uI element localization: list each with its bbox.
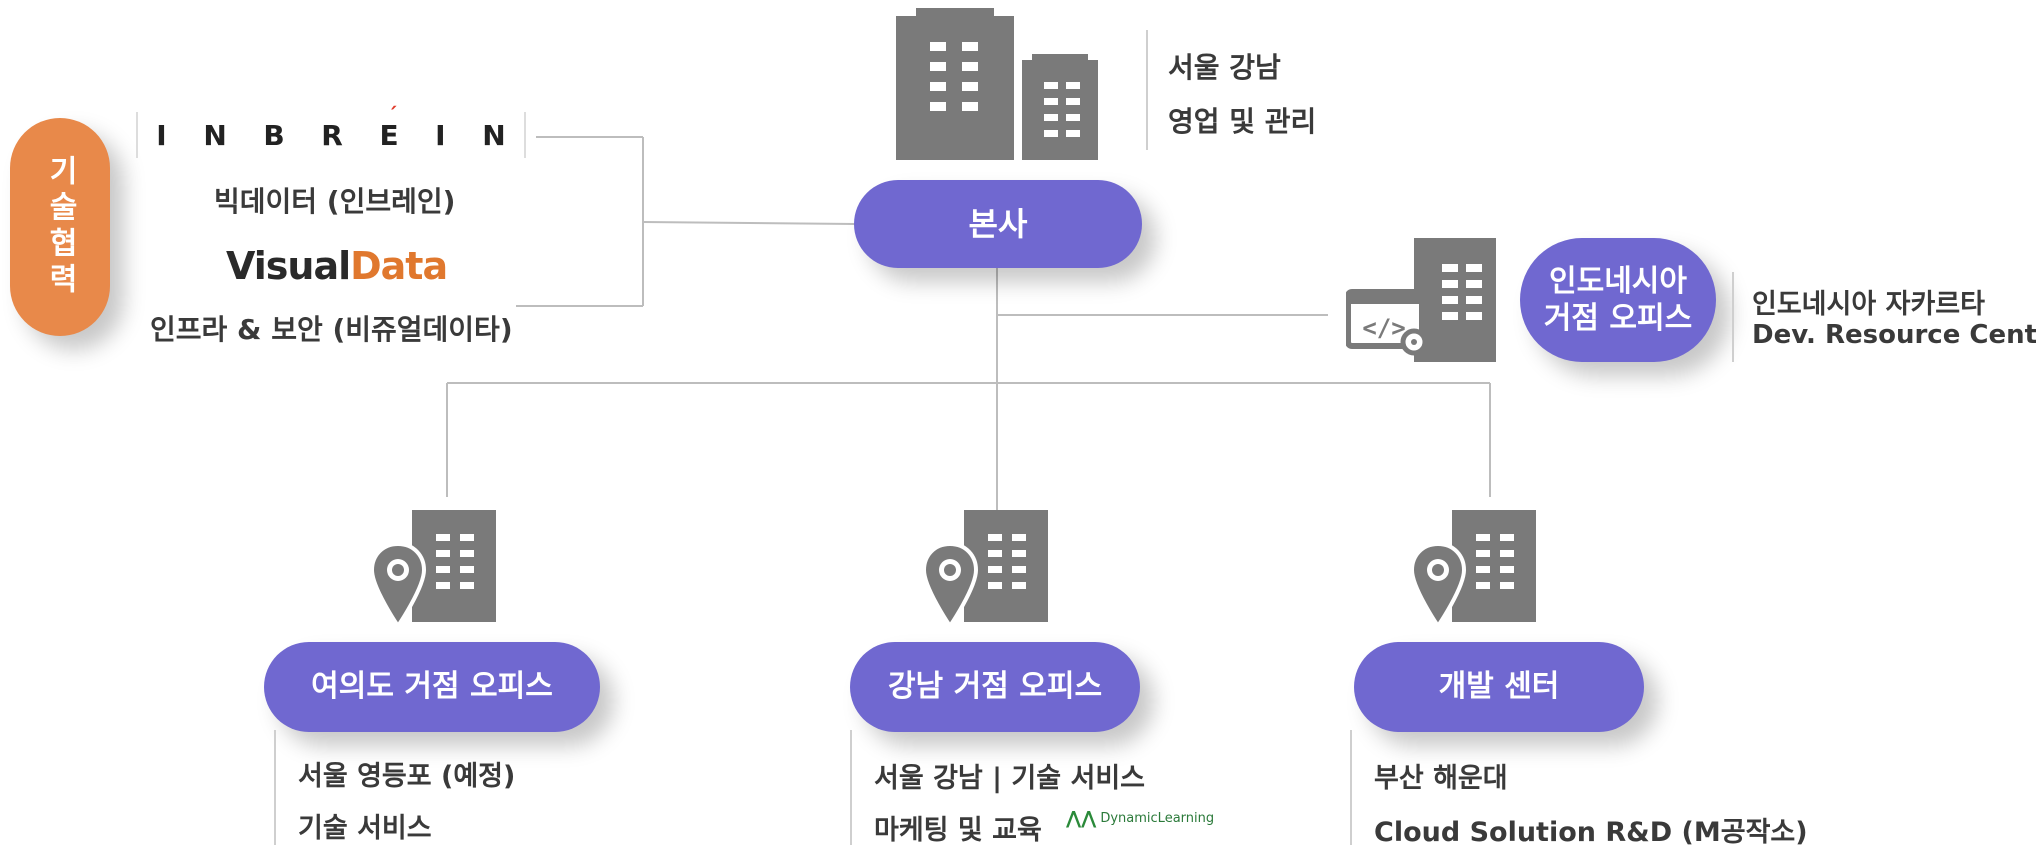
hq-pill: 본사 — [854, 180, 1142, 268]
tech-cooperation-badge: 기술협력 — [10, 118, 110, 336]
gangnam-office-pill: 강남 거점 오피스 — [850, 642, 1140, 732]
gangnam-location: 서울 강남 | 기술 서비스 — [874, 763, 1146, 794]
dev-center-location: 부산 해운대 — [1374, 763, 1508, 794]
yeouido-location: 서울 영등포 (예정) — [298, 761, 516, 792]
hq-building-icon — [896, 8, 1098, 160]
dev-center-building-pin-icon — [1412, 510, 1536, 630]
gangnam-building-pin-icon — [924, 510, 1048, 630]
yeouido-divider — [274, 730, 276, 845]
indonesia-label-line1: 인도네시아 — [1549, 263, 1687, 299]
yeouido-office-pill: 여의도 거점 오피스 — [264, 642, 600, 732]
yeouido-building-pin-icon — [372, 510, 496, 630]
gangnam-office-label: 강남 거점 오피스 — [887, 669, 1103, 705]
dev-center-role: Cloud Solution R&D (M공작소) — [1374, 817, 1808, 848]
indonesia-office-pill: 인도네시아 거점 오피스 — [1520, 238, 1716, 362]
dev-center-label: 개발 센터 — [1438, 669, 1560, 705]
hq-role: 영업 및 관리 — [1168, 105, 1317, 138]
indonesia-role: Dev. Resource Center — [1752, 320, 2036, 350]
visualdata-logo: VisualData — [226, 244, 448, 288]
hq-label: 본사 — [968, 205, 1028, 243]
dynamic-learning-text: DynamicLearning — [1100, 811, 1215, 826]
gangnam-divider — [850, 730, 852, 845]
dynamic-learning-mark-icon: ⋀⋀ — [1066, 808, 1097, 829]
yeouido-role: 기술 서비스 — [298, 813, 432, 844]
gangnam-role: 마케팅 및 교육 — [874, 815, 1042, 846]
hq-divider — [1146, 30, 1148, 150]
dev-center-pill: 개발 센터 — [1354, 642, 1644, 732]
indonesia-label-line2: 거점 오피스 — [1543, 301, 1693, 336]
indonesia-dev-building-icon: </> — [1346, 238, 1496, 362]
hq-location: 서울 강남 — [1168, 51, 1281, 84]
indonesia-divider — [1732, 272, 1734, 362]
dynamic-learning-logo: ⋀⋀ DynamicLearning — [1066, 808, 1214, 829]
visualdata-caption: 인프라 & 보안 (비쥬얼데이타) — [150, 313, 513, 346]
dev-center-divider — [1350, 730, 1352, 845]
svg-text:</>: </> — [1362, 314, 1405, 342]
yeouido-office-label: 여의도 거점 오피스 — [311, 669, 553, 705]
inbrein-caption: 빅데이터 (인브레인) — [214, 185, 456, 218]
indonesia-location: 인도네시아 자카르타 — [1752, 289, 1985, 320]
tech-cooperation-label: 기술협력 — [42, 155, 78, 299]
